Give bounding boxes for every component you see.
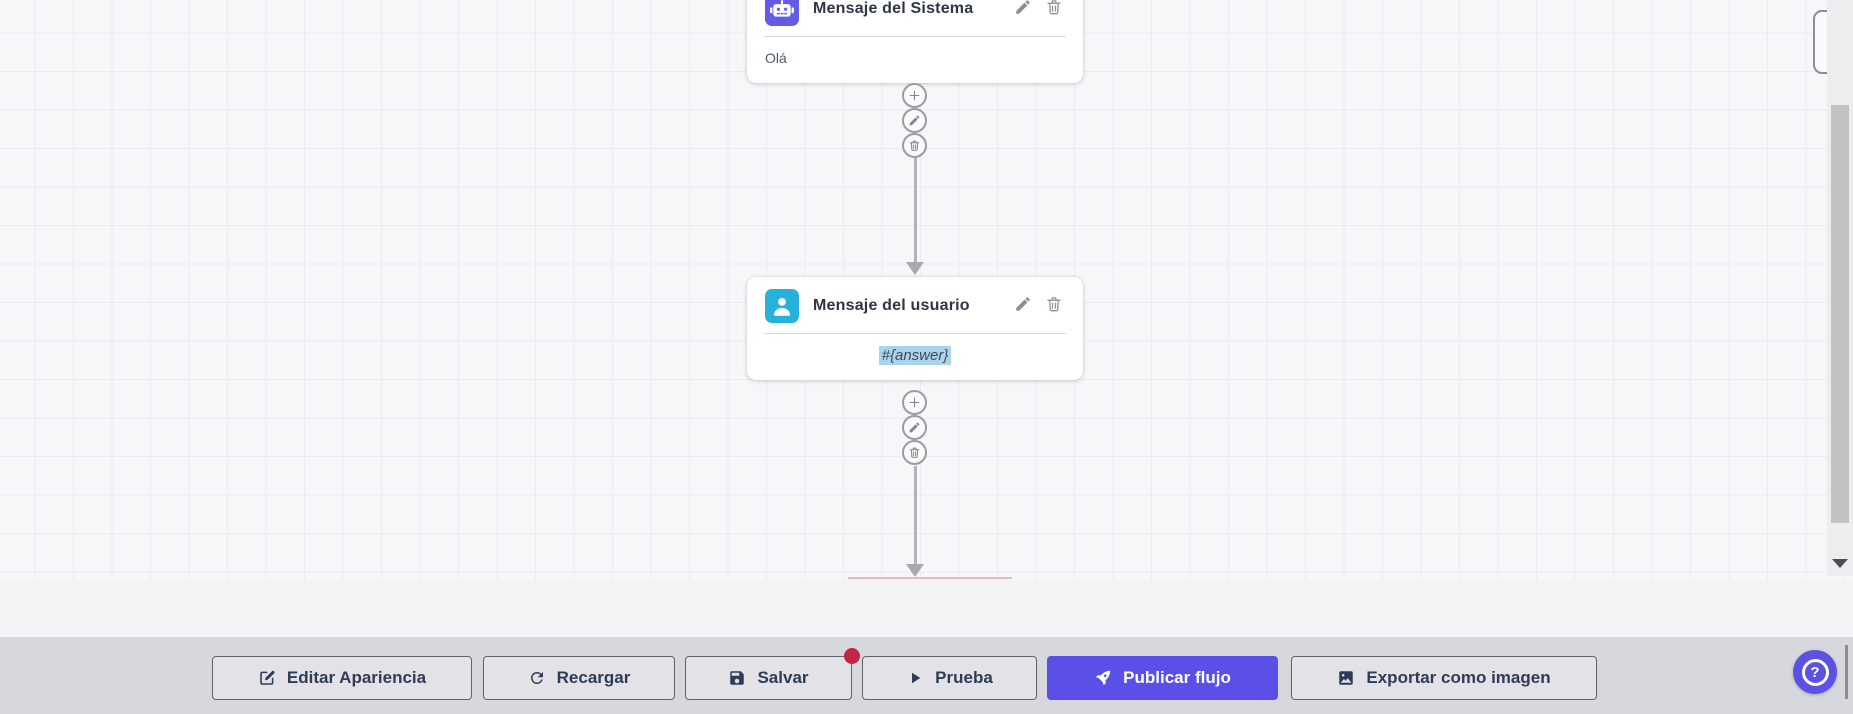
node-header: Mensaje del Sistema	[747, 0, 1083, 36]
edit-appearance-button[interactable]: Editar Apariencia	[212, 656, 472, 700]
refresh-icon	[530, 672, 543, 684]
node-header: Mensaje del usuario	[747, 277, 1083, 333]
button-label: Exportar como imagen	[1366, 668, 1551, 687]
answer-variable[interactable]: #{answer}	[878, 346, 952, 365]
edit-step-button[interactable]	[902, 415, 927, 440]
plus-icon	[909, 397, 920, 408]
pencil-icon	[909, 422, 920, 433]
scrollbar-down-button[interactable]	[1827, 550, 1853, 576]
bottom-toolbar: Editar Apariencia Recargar Salvar Prueba…	[0, 637, 1853, 714]
divider	[764, 333, 1066, 334]
edit-node-icon[interactable]	[1014, 0, 1032, 21]
delete-node-icon[interactable]	[1045, 0, 1063, 21]
canvas-scrollbar[interactable]	[1827, 0, 1853, 576]
user-icon	[765, 289, 799, 323]
flow-canvas[interactable]: Mensaje del Sistema Olá	[0, 0, 1853, 580]
arrow-down-icon	[1832, 558, 1848, 568]
help-button[interactable]: ?	[1793, 650, 1837, 694]
button-label: Salvar	[757, 668, 809, 687]
edit-square-icon	[260, 670, 275, 685]
node-content: Olá	[765, 50, 787, 66]
export-image-button[interactable]: Exportar como imagen	[1291, 656, 1597, 700]
rocket-icon	[1095, 670, 1111, 686]
publish-flow-button[interactable]: Publicar flujo	[1047, 656, 1278, 700]
page-scrollbar-fragment[interactable]	[1845, 645, 1848, 699]
button-label: Recargar	[556, 668, 631, 687]
connector-group	[902, 83, 928, 158]
pencil-icon	[909, 115, 920, 126]
add-step-button[interactable]	[902, 83, 927, 108]
button-label: Editar Apariencia	[286, 668, 427, 687]
trash-icon	[909, 447, 920, 458]
unsaved-changes-badge	[844, 648, 860, 664]
plus-icon	[909, 90, 920, 101]
robot-icon	[765, 0, 799, 26]
edit-step-button[interactable]	[902, 108, 927, 133]
button-label: Publicar flujo	[1123, 668, 1231, 687]
node-content: #{answer}	[747, 334, 1083, 380]
scrollbar-thumb[interactable]	[1831, 105, 1849, 523]
node-title: Mensaje del Sistema	[813, 0, 974, 17]
canvas-footer-spacer	[0, 580, 1853, 637]
trash-icon	[909, 140, 920, 151]
delete-node-icon[interactable]	[1045, 295, 1063, 318]
save-icon	[730, 671, 745, 685]
button-label: Prueba	[935, 668, 993, 687]
reload-button[interactable]: Recargar	[483, 656, 675, 700]
divider	[764, 36, 1066, 37]
delete-step-button[interactable]	[902, 440, 927, 465]
node-title: Mensaje del usuario	[813, 297, 970, 314]
connector-group	[902, 390, 928, 465]
play-icon	[912, 672, 921, 684]
edit-node-icon[interactable]	[1014, 295, 1032, 318]
question-icon: ?	[1801, 658, 1829, 686]
test-button[interactable]: Prueba	[862, 656, 1037, 700]
add-step-button[interactable]	[902, 390, 927, 415]
node-user-message[interactable]: Mensaje del usuario #{ans	[747, 277, 1083, 380]
node-system-message[interactable]: Mensaje del Sistema Olá	[747, 0, 1083, 83]
next-node-top-edge	[848, 577, 1012, 579]
delete-step-button[interactable]	[902, 133, 927, 158]
flow-arrow	[905, 158, 925, 275]
image-icon	[1339, 671, 1354, 685]
save-button[interactable]: Salvar	[685, 656, 852, 700]
flow-arrow	[905, 466, 925, 577]
